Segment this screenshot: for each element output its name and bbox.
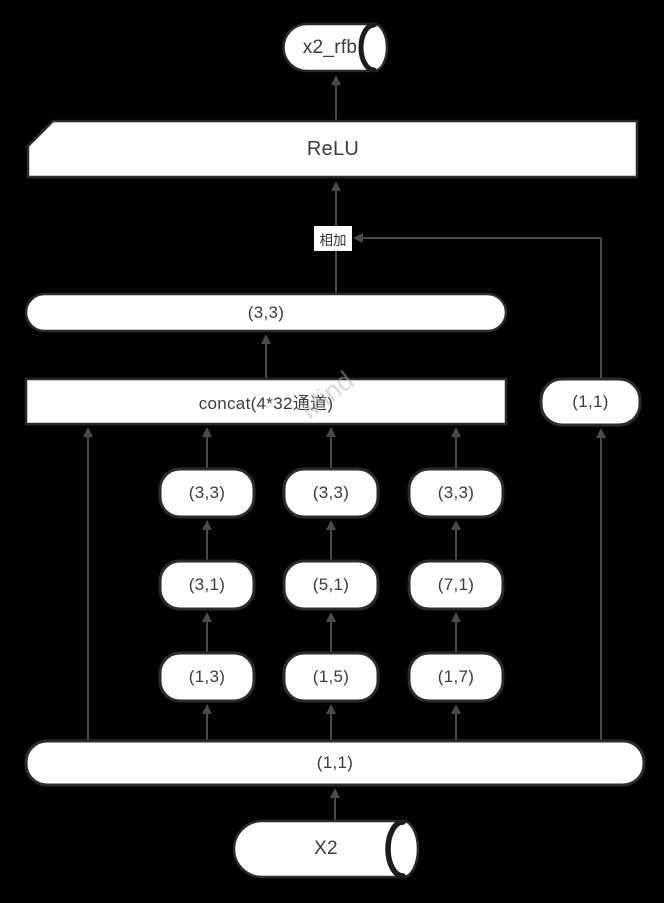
shortcut11-node-shape xyxy=(539,377,642,427)
conv33wide-node-shape xyxy=(24,292,508,333)
branch2-row2-shape xyxy=(282,559,380,611)
edge-shortcut-to-add xyxy=(353,233,602,378)
output-node-rim xyxy=(358,22,377,73)
edge-input-to-bottom11 xyxy=(330,788,340,820)
edge-branch2-chain xyxy=(326,427,336,740)
edge-branch3-chain xyxy=(451,427,461,740)
output-node-shape xyxy=(282,22,389,73)
edge-add-to-relu xyxy=(331,181,341,236)
branch1-row3-shape xyxy=(158,651,256,703)
edge-concat-to-conv33wide xyxy=(261,334,271,378)
bottom11-node-shape xyxy=(24,739,646,787)
branch3-row2-shape xyxy=(407,559,505,611)
input-node-shape xyxy=(232,819,420,879)
branch3-row3-shape xyxy=(407,651,505,703)
branch2-row1-shape xyxy=(282,467,380,519)
edge-bottom11-to-concat xyxy=(83,427,93,740)
relu-node-shape xyxy=(26,119,639,179)
branch1-row1-shape xyxy=(158,467,256,519)
branch2-row3-shape xyxy=(282,651,380,703)
edge-bottom11-to-shortcut xyxy=(596,428,606,740)
branch1-row2-shape xyxy=(158,559,256,611)
edge-relu-to-output xyxy=(331,75,341,120)
concat-node-shape xyxy=(24,377,508,426)
branch3-row1-shape xyxy=(407,467,505,519)
edge-branch1-chain xyxy=(202,427,212,740)
input-node-rim xyxy=(385,819,406,879)
